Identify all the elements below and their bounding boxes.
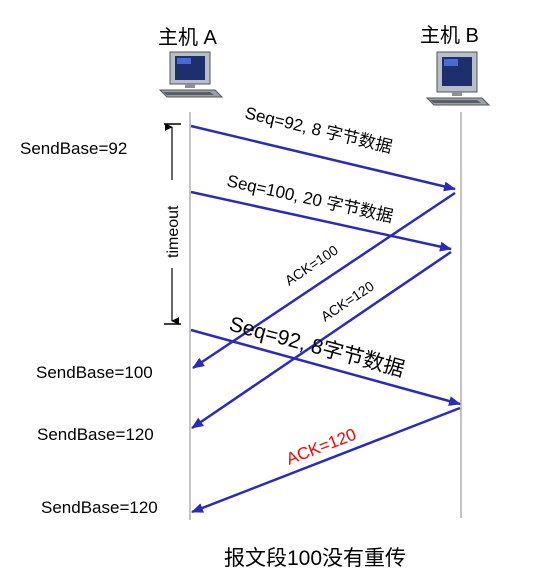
ack-label: ACK=120 — [318, 278, 377, 325]
ack-arrow — [191, 250, 452, 430]
send-base-label: SendBase=92 — [20, 139, 127, 158]
segment-arrow — [190, 190, 452, 252]
send-base-label: SendBase=120 — [41, 498, 158, 517]
send-base-label: SendBase=100 — [36, 363, 153, 382]
timeout-bracket — [164, 123, 181, 325]
host-a-label: 主机 A — [158, 26, 218, 49]
ack-arrow — [192, 191, 456, 370]
segment-arrow — [190, 328, 461, 406]
host-a-computer-icon — [158, 51, 224, 98]
segment-label: Seq=92, 8 字节数据 — [243, 103, 394, 156]
ack-arrow — [191, 406, 461, 514]
segment-arrow — [190, 124, 456, 192]
diagram-caption: 报文段100没有重传 — [224, 547, 406, 570]
host-b-computer-icon — [425, 51, 491, 106]
ack-label: ACK=100 — [282, 242, 341, 289]
host-b-label: 主机 B — [420, 24, 479, 47]
timeout-label: timeout — [165, 205, 182, 258]
send-base-label: SendBase=120 — [37, 425, 154, 444]
